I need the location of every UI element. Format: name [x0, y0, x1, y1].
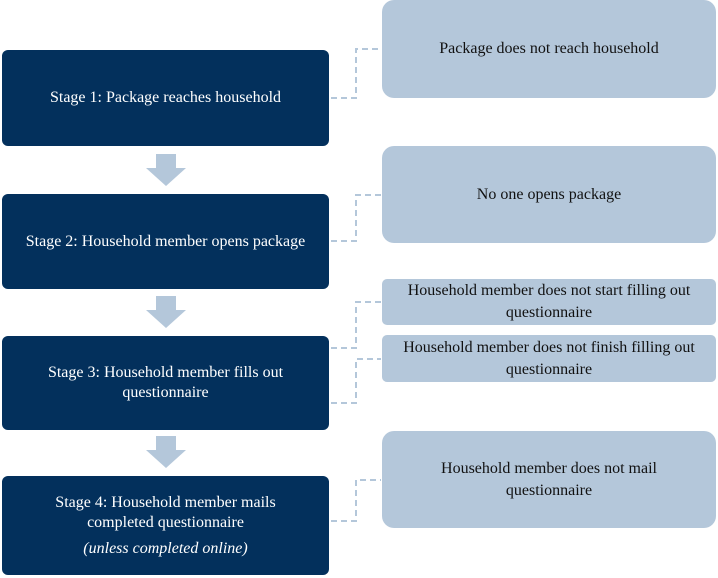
- outcome-3-label: Household member does not start filling …: [407, 282, 691, 321]
- outcome-5-label: Household member does not mail questionn…: [441, 459, 657, 499]
- down-arrow-1-2: [146, 154, 186, 186]
- stage-1-box: Stage 1: Package reaches household: [2, 50, 329, 146]
- outcome-4-box: Household member does not finish filling…: [382, 335, 716, 382]
- outcome-1-label: Package does not reach household: [439, 40, 659, 57]
- outcome-3-box: Household member does not start filling …: [382, 279, 716, 325]
- stage-2-box: Stage 2: Household member opens package: [2, 194, 329, 289]
- stage-4-label: Stage 4: Household member mails complete…: [55, 493, 276, 531]
- outcome-4-label: Household member does not finish filling…: [403, 338, 695, 378]
- stage-3-box: Stage 3: Household member fills out ques…: [2, 336, 329, 430]
- connector-stage3-outcome3: [331, 301, 381, 349]
- down-arrow-3-4: [146, 436, 186, 468]
- outcome-1-box: Package does not reach household: [382, 0, 716, 98]
- connector-stage3-outcome4: [331, 358, 381, 404]
- stage-4-note: (unless completed online): [83, 539, 248, 557]
- connector-stage1-outcome1: [331, 48, 381, 99]
- stage-2-label: Stage 2: Household member opens package: [25, 232, 306, 250]
- stage-1-label: Stage 1: Package reaches household: [49, 89, 282, 106]
- connector-stage2-outcome2: [331, 194, 381, 242]
- outcome-5-box: Household member does not mail questionn…: [382, 431, 716, 528]
- down-arrow-2-3: [146, 296, 186, 328]
- stage-3-label: Stage 3: Household member fills out ques…: [47, 364, 284, 401]
- outcome-2-label: No one opens package: [476, 185, 622, 203]
- stage-4-box: Stage 4: Household member mails complete…: [2, 476, 329, 575]
- connector-stage4-outcome5: [331, 479, 381, 522]
- outcome-2-box: No one opens package: [382, 146, 716, 243]
